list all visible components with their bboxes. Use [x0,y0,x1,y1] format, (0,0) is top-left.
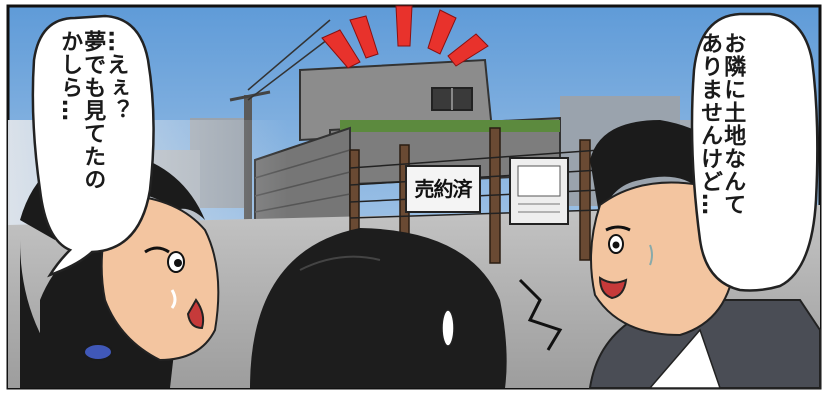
right-speech-bubble [690,12,819,292]
man-character [588,120,821,389]
right-bubble-dialogue: お隣に土地なんて ありませんけど… [697,32,746,216]
shock-mark [518,278,563,351]
left-speech-bubble [31,14,155,278]
sold-sign [405,165,481,213]
surprise-effect-lines [321,5,489,69]
sold-sign-label: 売約済 [414,177,473,201]
notice-board [509,157,569,225]
left-bubble-dialogue: …えぇ？ 夢でも見てたの かしら… [57,30,129,191]
child-character [250,228,507,388]
sold-building [299,58,561,187]
